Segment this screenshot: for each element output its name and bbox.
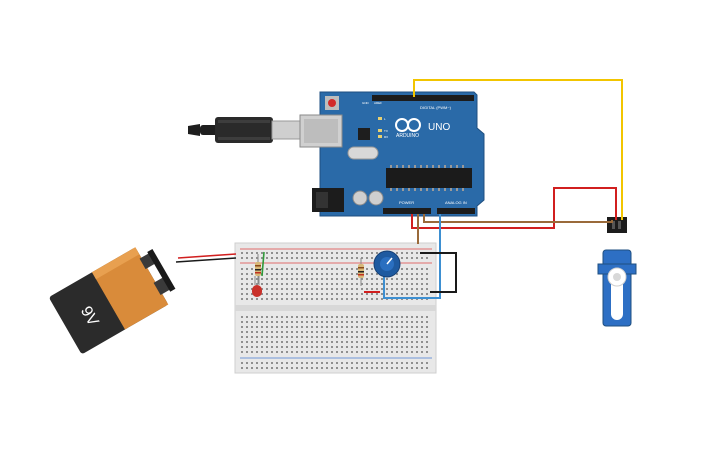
power-label: POWER bbox=[399, 200, 414, 205]
wire-blue-analog[interactable] bbox=[383, 214, 441, 299]
wire-red-servo[interactable] bbox=[411, 187, 617, 229]
usb-cable[interactable] bbox=[188, 117, 301, 143]
potentiometer[interactable] bbox=[373, 250, 401, 278]
9v-battery[interactable]: 9V bbox=[49, 240, 181, 354]
arduino-uno-board[interactable]: ARDUINO UNO DIGITAL (PWM~) POWER ANALOG … bbox=[299, 91, 485, 217]
wire-black-pot[interactable] bbox=[420, 252, 457, 293]
breadboard[interactable] bbox=[234, 242, 437, 374]
micro-servo[interactable] bbox=[597, 217, 637, 327]
breadboard-holes[interactable] bbox=[241, 252, 428, 369]
tx-led-label: TX bbox=[384, 129, 388, 133]
analog-header[interactable] bbox=[437, 208, 475, 214]
digital-label: DIGITAL (PWM~) bbox=[420, 105, 452, 110]
analog-label: ANALOG IN bbox=[445, 200, 467, 205]
rx-led-label: RX bbox=[384, 135, 388, 139]
digital-header[interactable] bbox=[372, 95, 474, 101]
wire-battery-black[interactable] bbox=[175, 257, 237, 263]
arduino-brand: ARDUINO bbox=[396, 133, 419, 139]
power-header[interactable] bbox=[383, 208, 431, 214]
arduino-logo-icon bbox=[395, 118, 421, 132]
wires bbox=[175, 79, 623, 299]
aref-label: AREF bbox=[374, 101, 382, 105]
resistor-pot[interactable] bbox=[358, 258, 364, 286]
arduino-model: UNO bbox=[428, 122, 450, 133]
wire-green[interactable] bbox=[261, 251, 265, 277]
wire-battery-red[interactable] bbox=[177, 253, 237, 259]
wire-yellow[interactable] bbox=[413, 79, 623, 220]
resistor-led[interactable] bbox=[255, 254, 261, 284]
l-led-label: L bbox=[384, 117, 386, 121]
led[interactable] bbox=[252, 276, 262, 297]
gnd-label: GND bbox=[362, 101, 370, 105]
reset-button[interactable] bbox=[328, 99, 336, 107]
wire-brown-servo[interactable] bbox=[423, 214, 613, 223]
